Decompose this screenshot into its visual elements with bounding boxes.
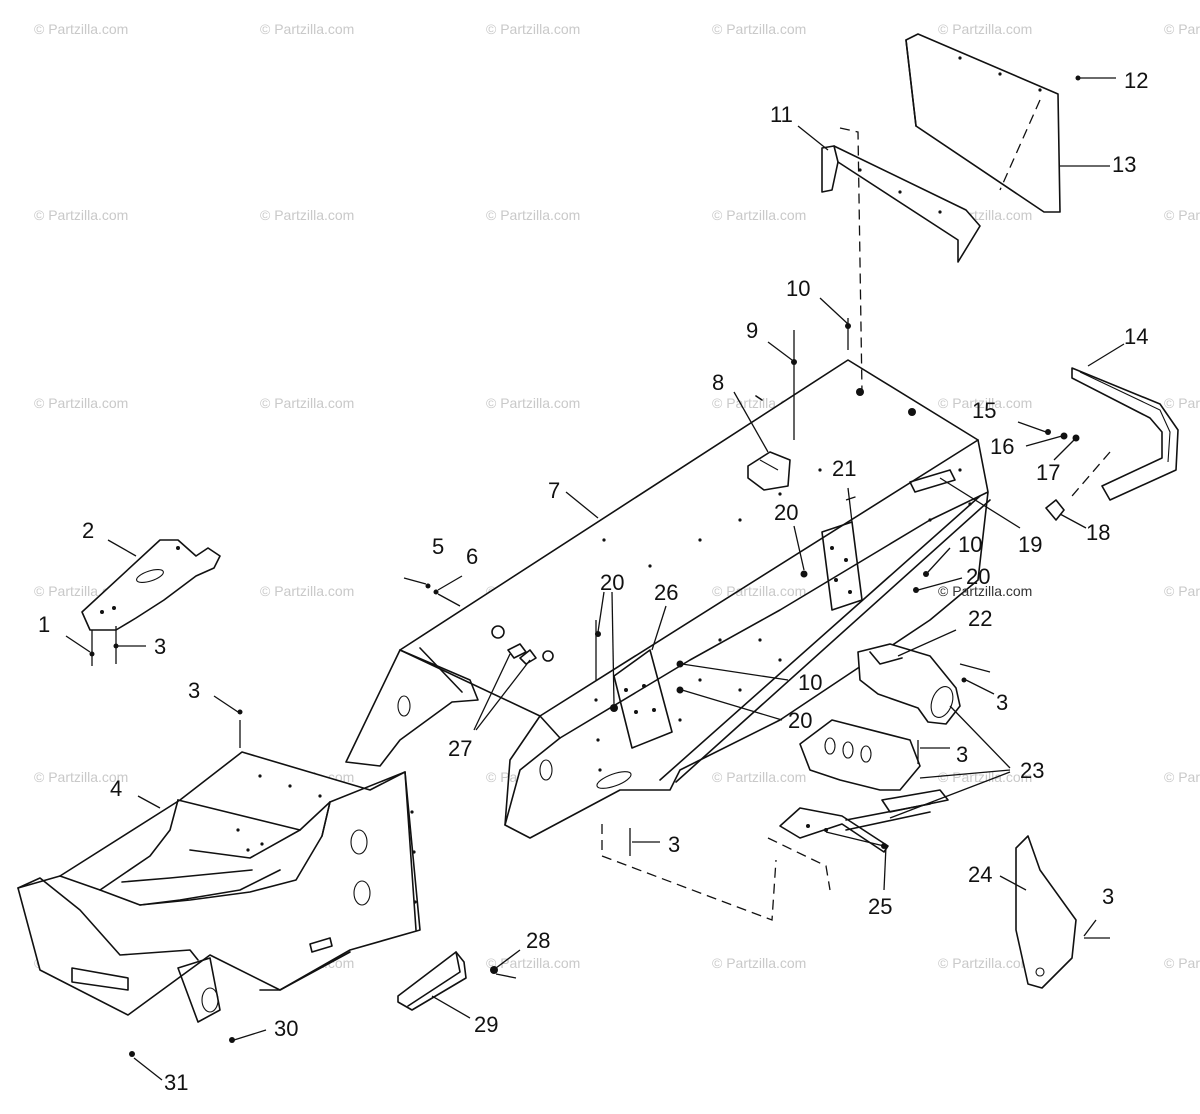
part-27-bushings bbox=[491, 625, 554, 665]
watermark-text: © Partzilla.com bbox=[486, 395, 580, 411]
watermark-text: © Partzilla.com bbox=[712, 21, 806, 37]
callout-16: 16 bbox=[990, 434, 1014, 459]
callout-27: 27 bbox=[448, 736, 472, 761]
callout-23: 23 bbox=[1020, 758, 1044, 783]
watermark-text: © Partzilla.com bbox=[938, 395, 1032, 411]
watermark-text: © Partzilla.com bbox=[1164, 395, 1200, 411]
callout-25: 25 bbox=[868, 894, 892, 919]
part-13-plate bbox=[905, 33, 1061, 213]
watermark-text: © Partzilla.com bbox=[938, 955, 1032, 971]
callout-3: 3 bbox=[996, 690, 1008, 715]
part-24-flap bbox=[1015, 835, 1077, 989]
callout-13: 13 bbox=[1112, 152, 1136, 177]
callout-18: 18 bbox=[1086, 520, 1110, 545]
callout-6: 6 bbox=[466, 544, 478, 569]
callout-9: 9 bbox=[746, 318, 758, 343]
callout-labels: 1 2 3 3 3 3 3 3 4 5 6 7 8 9 10 10 10 11 … bbox=[38, 68, 1148, 1095]
callout-28: 28 bbox=[526, 928, 550, 953]
callout-12: 12 bbox=[1124, 68, 1148, 93]
part-11-bracket bbox=[821, 145, 981, 263]
watermark-text: © Partzilla.com bbox=[260, 21, 354, 37]
callout-2: 2 bbox=[82, 518, 94, 543]
watermark-text: © Partzilla.com bbox=[260, 395, 354, 411]
callout-24: 24 bbox=[968, 862, 992, 887]
watermark-text: © Partzilla.com bbox=[938, 21, 1032, 37]
watermark-text: © Partzilla.com bbox=[712, 207, 806, 223]
watermark-text: © Partzilla.com bbox=[486, 21, 580, 37]
watermark-text: © Partzilla.com bbox=[1164, 583, 1200, 599]
callout-20: 20 bbox=[966, 564, 990, 589]
callout-14: 14 bbox=[1124, 324, 1148, 349]
callout-26: 26 bbox=[654, 580, 678, 605]
watermark-text: © Partzilla.com bbox=[1164, 207, 1200, 223]
watermark-text: © Partzilla.com bbox=[34, 21, 128, 37]
watermark-text: © Partzilla.com bbox=[712, 955, 806, 971]
callout-17: 17 bbox=[1036, 460, 1060, 485]
watermark-text: © Partzilla.com bbox=[34, 395, 128, 411]
callout-8: 8 bbox=[712, 370, 724, 395]
watermark-text: © Partzilla.com bbox=[34, 207, 128, 223]
watermark-text: © Partzilla.com bbox=[712, 583, 806, 599]
watermark-text: © Partzilla.com bbox=[1164, 21, 1200, 37]
callout-3: 3 bbox=[668, 832, 680, 857]
part-23-plate bbox=[799, 719, 949, 813]
watermark-text: © Partzilla.com bbox=[712, 769, 806, 785]
leader-lines bbox=[65, 75, 1125, 1081]
callout-3: 3 bbox=[956, 742, 968, 767]
callout-4: 4 bbox=[110, 776, 122, 801]
callout-30: 30 bbox=[274, 1016, 298, 1041]
callout-21: 21 bbox=[832, 456, 856, 481]
partzilla-credit: © Partzilla.com bbox=[938, 583, 1032, 599]
callout-10: 10 bbox=[958, 532, 982, 557]
callout-1: 1 bbox=[38, 612, 50, 637]
watermark-text: © Partzilla.com bbox=[486, 955, 580, 971]
part-7-tunnel bbox=[345, 359, 991, 839]
callout-29: 29 bbox=[474, 1012, 498, 1037]
callout-20: 20 bbox=[774, 500, 798, 525]
reference-lines bbox=[601, 99, 1111, 921]
callout-5: 5 bbox=[432, 534, 444, 559]
part-18-block bbox=[1045, 499, 1065, 521]
callout-20: 20 bbox=[600, 570, 624, 595]
part-4-front-bulkhead bbox=[17, 751, 421, 1023]
watermark-text: © Partzilla.com bbox=[260, 207, 354, 223]
callout-22: 22 bbox=[968, 606, 992, 631]
part-22-box bbox=[857, 643, 961, 725]
callout-19: 19 bbox=[1018, 532, 1042, 557]
callout-3: 3 bbox=[154, 634, 166, 659]
callout-20: 20 bbox=[788, 708, 812, 733]
watermark-text: © Partzilla.com bbox=[34, 769, 128, 785]
callout-10: 10 bbox=[786, 276, 810, 301]
watermark-text: © Partzilla.com bbox=[260, 583, 354, 599]
callout-7: 7 bbox=[548, 478, 560, 503]
callout-10: 10 bbox=[798, 670, 822, 695]
part-14-bumper bbox=[1071, 367, 1179, 501]
watermark-text: © Partzilla.com bbox=[1164, 955, 1200, 971]
callout-3: 3 bbox=[1102, 884, 1114, 909]
callout-15: 15 bbox=[972, 398, 996, 423]
callout-3: 3 bbox=[188, 678, 200, 703]
part-8-cap bbox=[747, 451, 791, 491]
watermark-text: © Partzilla.com bbox=[938, 769, 1032, 785]
part-29-angle bbox=[397, 951, 467, 1011]
callout-31: 31 bbox=[164, 1070, 188, 1095]
watermark-text: © Partzilla.com bbox=[486, 207, 580, 223]
callout-11: 11 bbox=[770, 102, 793, 127]
watermark-text: © Partzilla.com bbox=[1164, 769, 1200, 785]
